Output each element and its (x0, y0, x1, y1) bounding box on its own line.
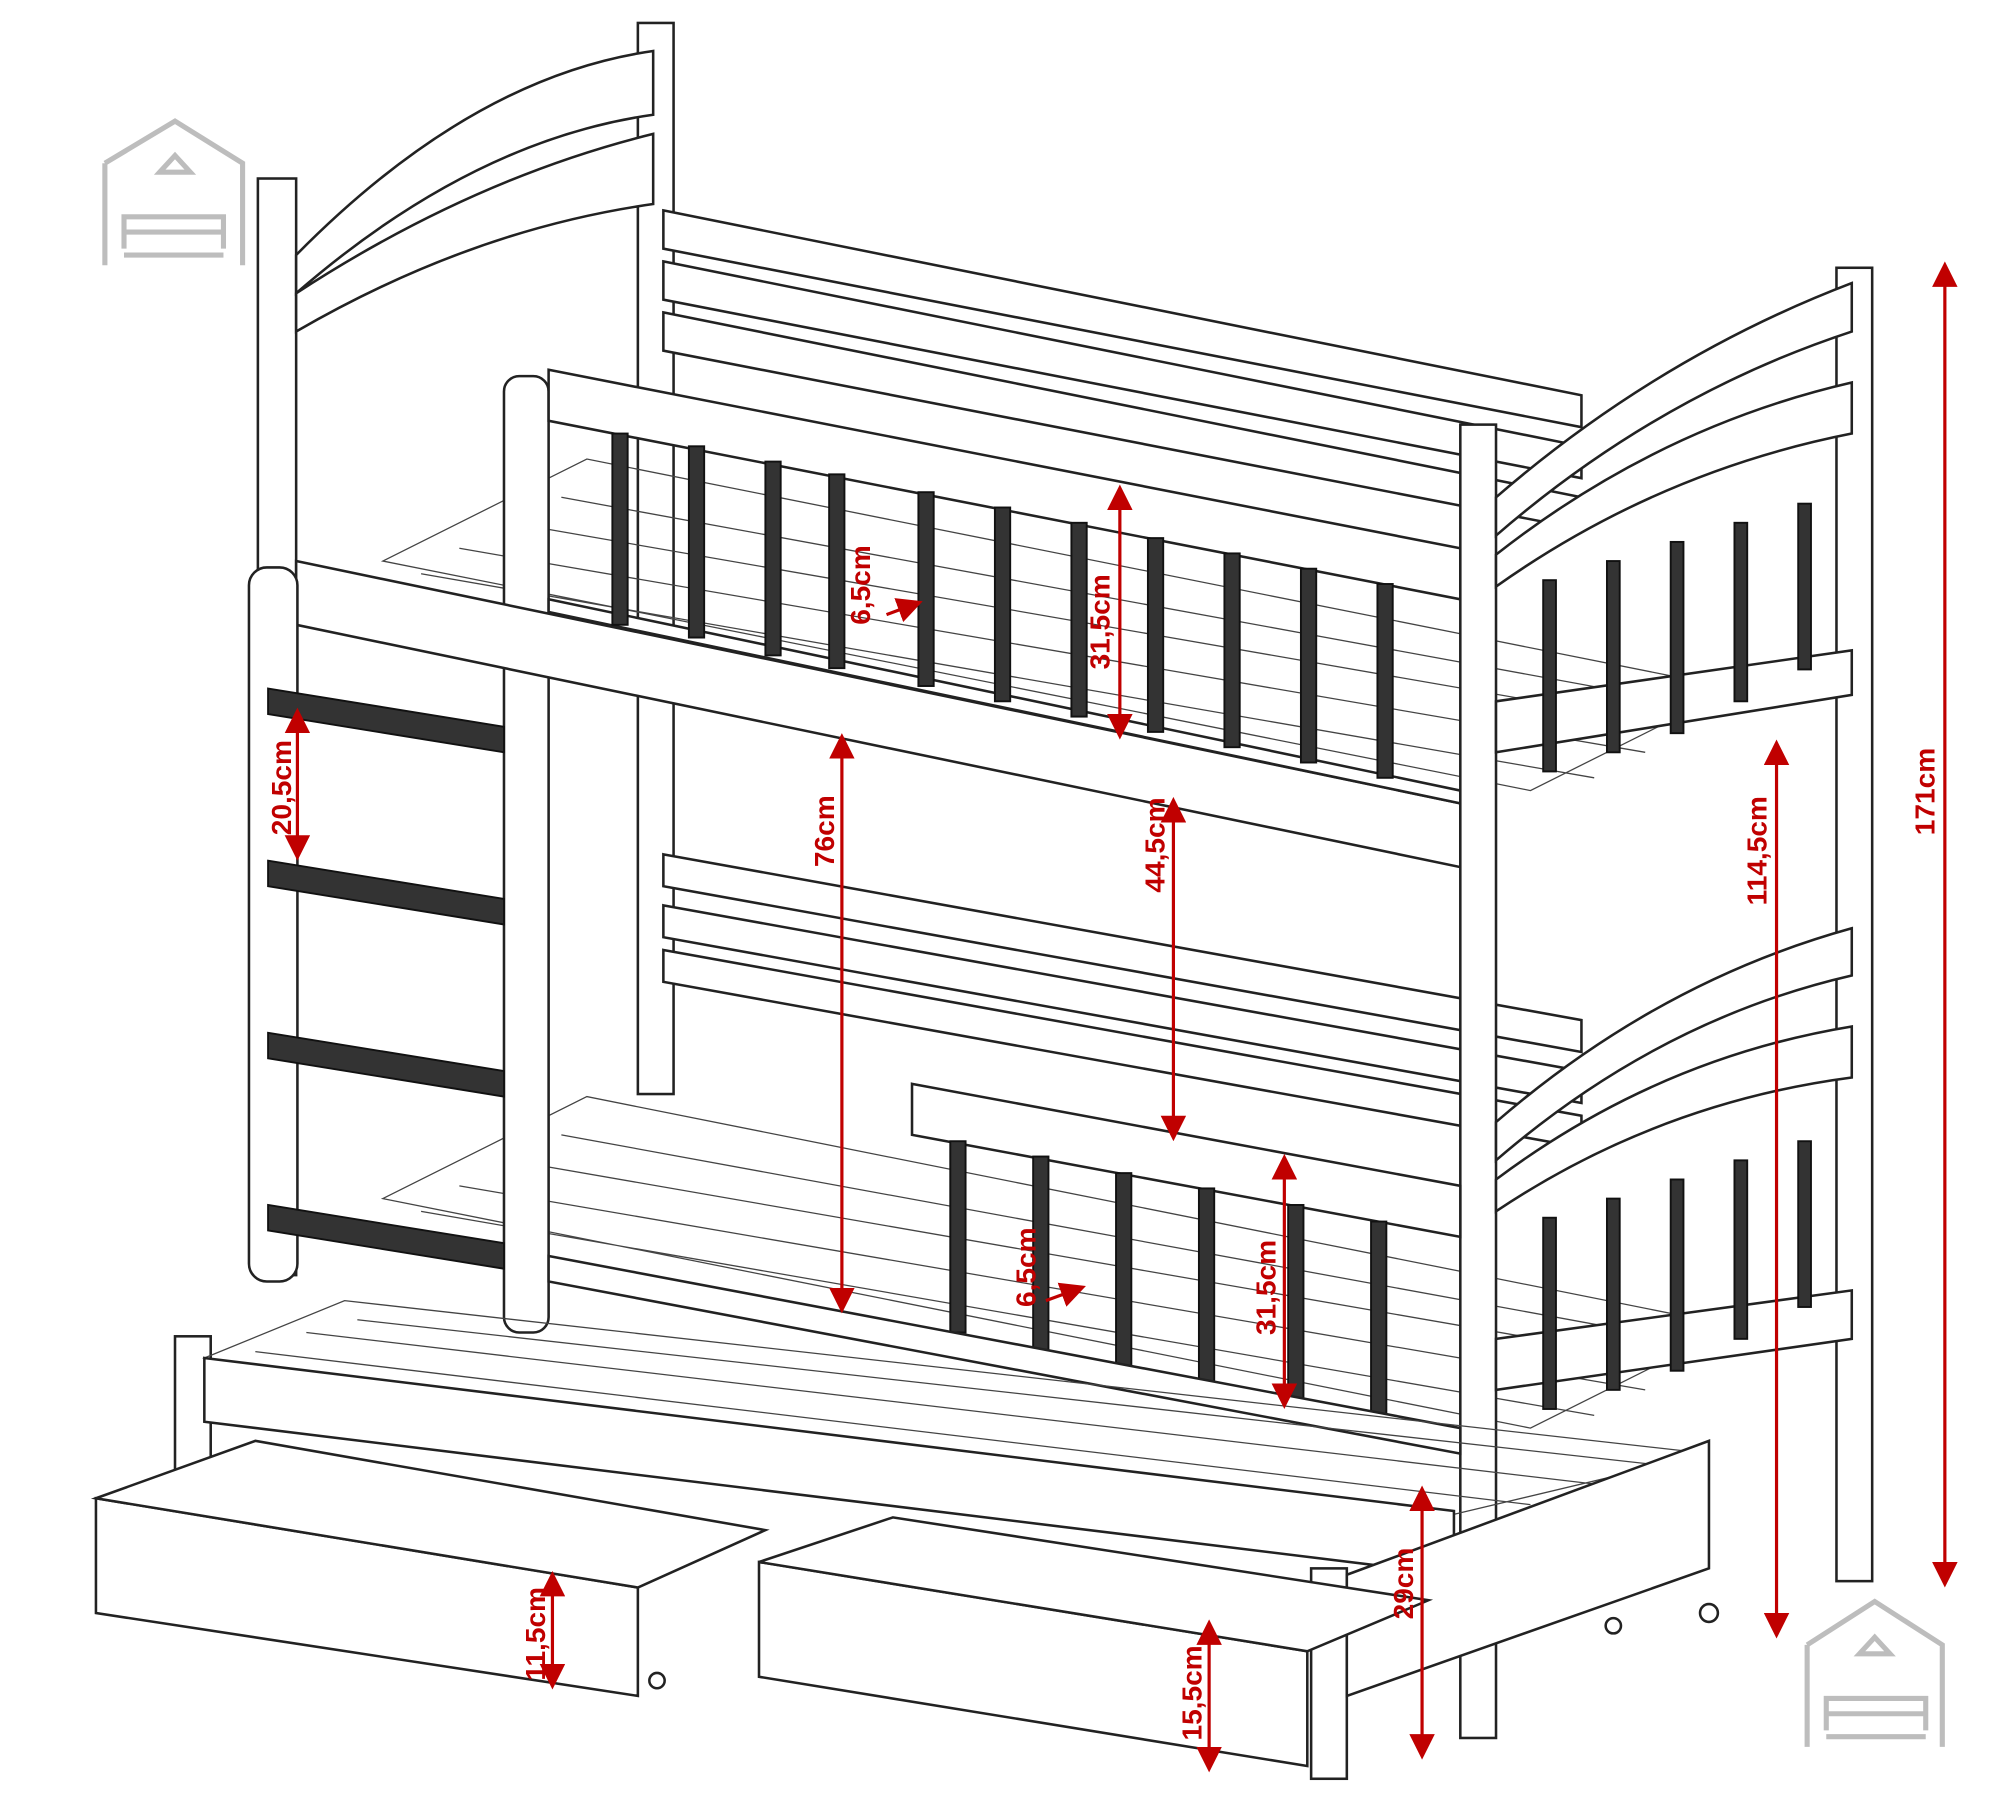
dim-clearance-44: 44,5cm (1139, 797, 1170, 892)
bed-frame (90, 21, 1874, 1781)
house-bed-icon (1804, 1598, 1945, 1747)
dim-upper-bed-height: 114,5cm (1741, 796, 1772, 905)
dim-upper-slat-gap: 6,5cm (845, 545, 876, 625)
dim-total-height: 171cm (1910, 748, 1941, 835)
house-bed-icon (102, 118, 246, 266)
dim-ladder-step: 20,5cm (266, 740, 297, 835)
dim-trundle-height: 29cm (1388, 1548, 1419, 1620)
dim-drawer-left: 11,5cm (520, 1587, 551, 1681)
dimension-lines (284, 261, 1958, 1773)
dim-lower-slat-gap: 6,5cm (1011, 1227, 1042, 1307)
dim-upper-rail-height: 31,5cm (1085, 574, 1116, 669)
dim-drawer-right: 15,5cm (1176, 1645, 1207, 1740)
dimension-labels: 6,5cm 31,5cm 20,5cm 76cm 44,5cm 114,5cm … (266, 545, 1941, 1740)
dim-clearance-76: 76cm (809, 795, 840, 867)
dim-lower-rail-height: 31,5cm (1250, 1240, 1281, 1335)
